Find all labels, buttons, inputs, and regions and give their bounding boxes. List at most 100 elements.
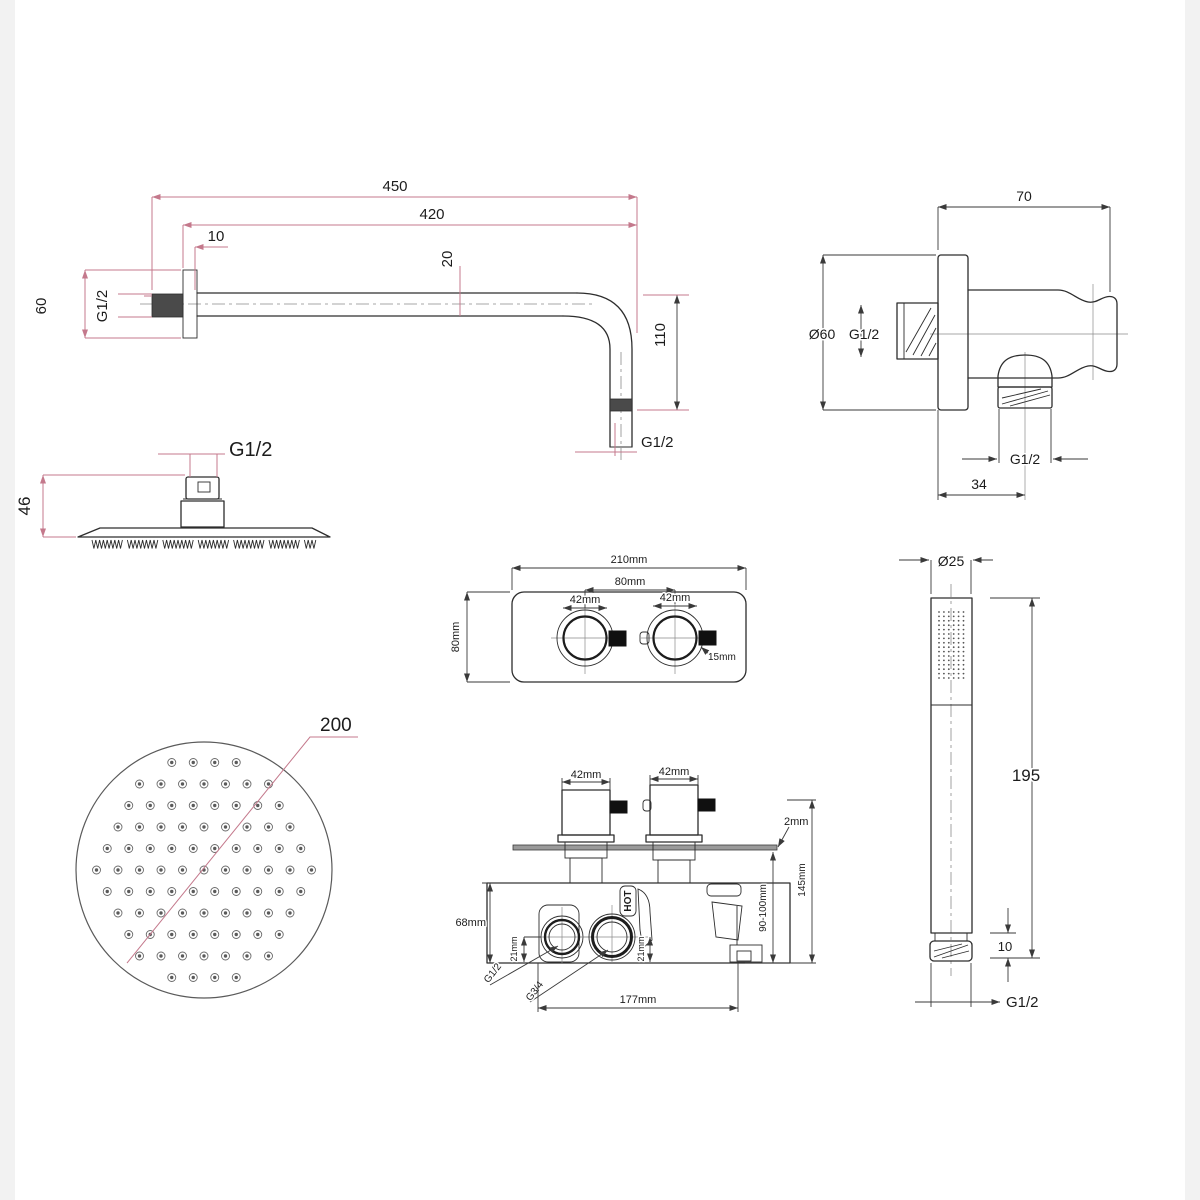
valve-front-view: 210mm 80mm 42mm 42mm 15mm 80mm <box>449 553 747 683</box>
dim-42mm-left: 42mm <box>570 594 601 606</box>
spray-dot <box>943 611 945 613</box>
hand-shower-body <box>930 597 973 934</box>
nozzle-dot <box>167 973 177 982</box>
dim-450: 450 <box>382 178 407 195</box>
nozzle-dot-center <box>277 803 281 808</box>
outlet-elbow-view: 70 Ø60 G1/2 G1/2 34 <box>807 187 1128 500</box>
nozzle-dot <box>199 779 209 789</box>
spray-dot <box>962 619 965 622</box>
dim-2mm: 2mm <box>784 816 808 828</box>
spray-dot <box>957 663 960 666</box>
spray-dot <box>962 624 965 627</box>
spray-dot <box>962 615 965 618</box>
spray-dot <box>957 611 960 613</box>
nozzle-dot <box>102 887 112 896</box>
nozzle-dot-center <box>234 760 238 765</box>
nozzle-dot-center <box>148 846 152 851</box>
label-elbow-outlet-thread: G1/2 <box>1010 451 1041 467</box>
dim-90-100mm: 90-100mm <box>758 884 769 932</box>
head-front-view: 200 <box>75 714 358 999</box>
nozzle-dot <box>156 822 166 832</box>
spray-dot <box>943 615 945 618</box>
nozzle-dot-center <box>137 911 142 915</box>
spray-dot <box>952 637 955 640</box>
spray-dot <box>943 668 945 671</box>
label-arm-outlet-thread: G1/2 <box>641 434 674 451</box>
shower-arm-view: 450 420 10 20 110 60 G1/2 G1/2 <box>32 177 689 460</box>
spray-dot <box>943 628 945 631</box>
nozzle-dot <box>264 908 273 918</box>
elbow-wall-plate <box>937 254 969 411</box>
valve-side-knob-right <box>642 784 716 884</box>
nozzle-dot <box>167 930 177 939</box>
spray-dot <box>938 619 940 622</box>
nozzle-dot <box>210 844 220 853</box>
nozzle-dot <box>113 865 123 875</box>
nozzle-dot-center <box>223 954 228 958</box>
nozzle-dot-center <box>180 954 185 958</box>
nozzle-dot <box>242 908 252 918</box>
spray-dot <box>943 672 945 675</box>
nozzle-dot <box>92 865 101 875</box>
spray-dot <box>952 650 955 653</box>
nozzle-dot-center <box>256 803 260 808</box>
nozzle-dot-center <box>191 803 195 808</box>
dim-200: 200 <box>320 715 352 736</box>
spray-dot <box>957 646 960 649</box>
nozzle-dot <box>135 822 144 832</box>
spray-dot <box>957 655 960 657</box>
nozzle-dot-center <box>137 868 142 872</box>
nozzle-dot <box>210 801 220 810</box>
head-side-connector <box>180 476 225 528</box>
spray-dot <box>957 615 960 618</box>
nozzle-dot-center <box>213 803 217 808</box>
spray-dot <box>952 611 955 613</box>
nozzle-dot-center <box>137 782 142 786</box>
spray-dot <box>952 663 955 666</box>
nozzle-dot-center <box>202 782 206 786</box>
nozzle-dot-center <box>288 825 292 829</box>
nozzle-dot-center <box>266 954 271 958</box>
spray-dot <box>938 668 940 671</box>
valve-knob-left-handle <box>608 630 627 647</box>
spray-dot <box>962 641 965 644</box>
label-hand-shower-thread: G1/2 <box>1006 994 1039 1011</box>
spray-dot <box>938 659 940 662</box>
spray-dot <box>947 663 950 666</box>
nozzle-dot-center <box>223 911 228 915</box>
nozzle-dot <box>274 844 284 853</box>
nozzle-dot <box>253 930 263 939</box>
spray-dot <box>952 677 955 679</box>
nozzle-dot <box>145 887 155 896</box>
nozzle-dot <box>188 801 198 810</box>
spray-dot <box>962 672 965 675</box>
spray-dot <box>938 641 940 644</box>
spray-dot <box>962 655 965 657</box>
nozzle-dot-center <box>170 889 174 894</box>
nozzle-dot-center <box>223 868 228 872</box>
nozzle-dot-center <box>159 825 163 829</box>
arm-inlet-thread <box>151 293 184 318</box>
spray-dot <box>947 619 950 622</box>
nozzle-dot-center <box>137 825 142 829</box>
nozzle-dot <box>113 908 123 918</box>
dim-80mm-height: 80mm <box>450 622 462 653</box>
spray-dot <box>952 655 955 657</box>
arm-elbow-outer <box>576 292 633 448</box>
spray-dot <box>938 650 940 653</box>
nozzle-dot-center <box>180 825 185 829</box>
nozzle-dot-center <box>288 911 292 915</box>
spray-dot <box>957 659 960 662</box>
hot-label: HOT <box>623 890 634 911</box>
nozzle-dot-center <box>148 803 152 808</box>
nozzle-dot-center <box>148 889 152 894</box>
spray-dot <box>962 637 965 640</box>
spray-dot <box>943 646 945 649</box>
nozzle-dot <box>167 758 177 767</box>
nozzle-dot <box>135 908 144 918</box>
spray-dot <box>943 641 945 644</box>
dim-42mm-right: 42mm <box>660 592 691 604</box>
nozzle-dot-center <box>159 782 163 786</box>
dim-42mm-side-right: 42mm <box>659 766 690 778</box>
